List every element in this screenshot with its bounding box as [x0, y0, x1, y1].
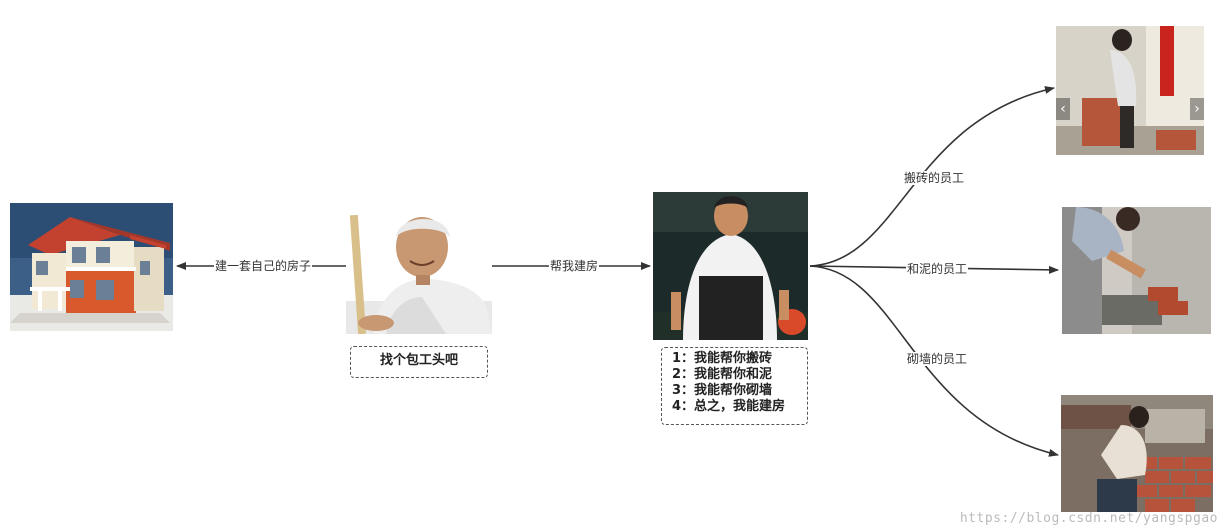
chevron-left-icon[interactable]: ‹ — [1056, 98, 1070, 120]
wall-building-image — [1061, 395, 1213, 512]
abilities-list: 1：我能帮你搬砖 2：我能帮你和泥 3：我能帮你砌墙 4：总之，我能建房 — [662, 348, 807, 415]
ability-item: 4：总之，我能建房 — [672, 399, 786, 414]
edge-wall-worker — [809, 265, 1059, 457]
foreman-abilities-box: 1：我能帮你搬砖 2：我能帮你和泥 3：我能帮你砌墙 4：总之，我能建房 — [661, 347, 808, 425]
edge-label-build-house: 建一套自己的房子 — [214, 259, 313, 273]
edge-label-mortar-worker: 和泥的员工 — [906, 262, 969, 276]
watermark: https://blog.csdn.net/yangspgao — [959, 511, 1218, 526]
edge-brick-worker — [809, 86, 1055, 267]
old-man-caption: 找个包工头吧 — [350, 346, 488, 378]
edge-label-help-build: 帮我建房 — [549, 259, 600, 273]
ability-item: 2：我能帮你和泥 — [672, 367, 773, 382]
edge-label-wall-worker: 砌墙的员工 — [906, 352, 969, 366]
chevron-right-icon[interactable]: › — [1190, 98, 1204, 120]
brick-carrying-image: ‹ › — [1056, 26, 1204, 155]
ability-item: 1：我能帮你搬砖 — [672, 351, 773, 366]
old-man-image — [346, 205, 492, 334]
house-image — [10, 203, 173, 331]
mortar-mixing-image — [1062, 207, 1211, 334]
edge-label-brick-worker: 搬砖的员工 — [903, 171, 966, 185]
foreman-image — [653, 192, 808, 340]
ability-item: 3：我能帮你砌墙 — [672, 383, 773, 398]
